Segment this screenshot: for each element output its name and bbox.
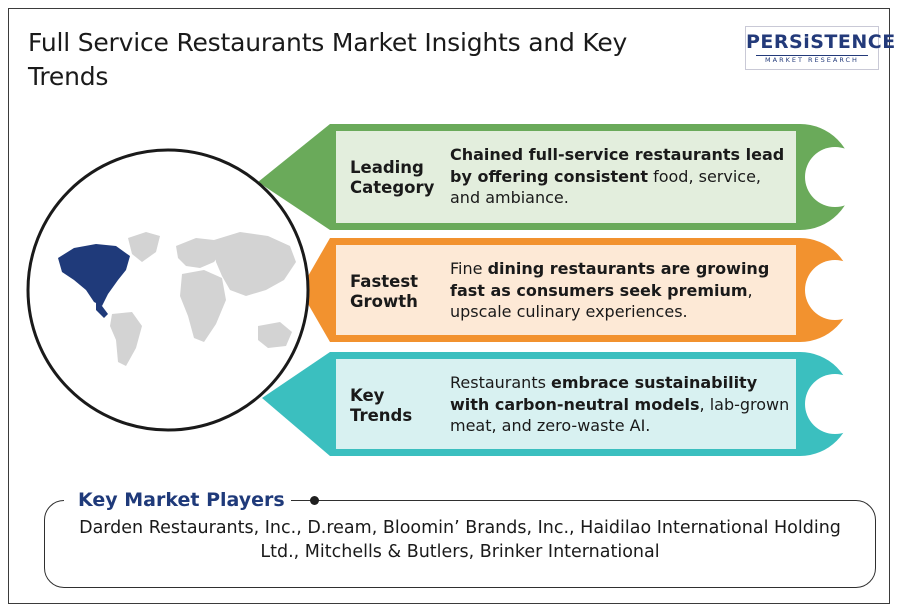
band-3-pointer: [262, 352, 330, 456]
band-2-pointer: [300, 238, 330, 342]
persistence-logo: PERSiSTENCE MARKET RESEARCH: [745, 26, 896, 70]
band-3-desc-bold: embrace sustainability with carbon-neutr…: [450, 373, 758, 414]
band-1-label-line2: Category: [350, 178, 435, 197]
band-1-ring: [805, 147, 865, 207]
band-3-label-line1: Key: [350, 386, 385, 405]
band-1-description: Chained full-service restaurants lead by…: [450, 144, 795, 209]
band-3-description: Restaurants embrace sustainability with …: [450, 372, 795, 437]
band-2-label-line2: Growth: [350, 292, 418, 311]
world-map-icon: [26, 148, 310, 432]
band-2-label: Fastest Growth: [350, 272, 418, 312]
map-australia: [258, 322, 292, 348]
band-leading-category: [258, 124, 865, 230]
players-title: Key Market Players: [64, 487, 291, 513]
band-1-label: Leading Category: [350, 158, 434, 198]
band-2-desc-bold: dining restaurants are growing fast as c…: [450, 259, 770, 300]
band-1-desc-rest: food, service, and ambiance.: [450, 166, 762, 208]
band-fastest-growth: [300, 238, 865, 342]
band-2-desc-rest: , upscale culinary experiences.: [450, 280, 753, 322]
band-3-desc-pre: Restaurants: [450, 373, 552, 392]
band-key-trends: [262, 352, 865, 456]
players-box: [44, 500, 876, 588]
band-2-description: Fine dining restaurants are growing fast…: [450, 258, 795, 323]
players-list: Darden Restaurants, Inc., D.ream, Bloomi…: [79, 518, 841, 562]
band-2-ring: [805, 260, 865, 320]
infographic-frame: [8, 8, 890, 604]
globe-circle: [26, 148, 310, 432]
band-3-label-line2: Trends: [350, 406, 413, 425]
band-1-label-line1: Leading: [350, 158, 424, 177]
map-central-america: [96, 302, 108, 318]
map-africa: [180, 270, 226, 342]
band-3-desc-rest: , lab-grown meat, and zero-waste AI.: [450, 394, 790, 436]
band-1-panel: [336, 131, 796, 223]
band-2-desc-pre: Fine: [450, 259, 488, 278]
band-2-label-line1: Fastest: [350, 272, 419, 291]
map-south-america: [110, 312, 142, 366]
band-3-panel: [336, 359, 796, 449]
page-title: Full Service Restaurants Market Insights…: [28, 28, 628, 91]
map-asia: [214, 232, 296, 296]
band-1-pointer: [258, 124, 330, 230]
band-2-panel: [336, 245, 796, 335]
band-1-desc-bold: Chained full-service restaurants lead by…: [450, 145, 785, 186]
band-3-label: Key Trends: [350, 386, 412, 426]
logo-wordmark: PERSiSTENCE: [746, 31, 896, 53]
map-north-america: [58, 244, 130, 306]
logo-tagline: MARKET RESEARCH: [756, 55, 868, 65]
players-title-dot-right: [310, 496, 319, 505]
map-europe: [176, 238, 222, 268]
band-3-ring: [805, 374, 865, 434]
map-greenland: [128, 232, 160, 262]
